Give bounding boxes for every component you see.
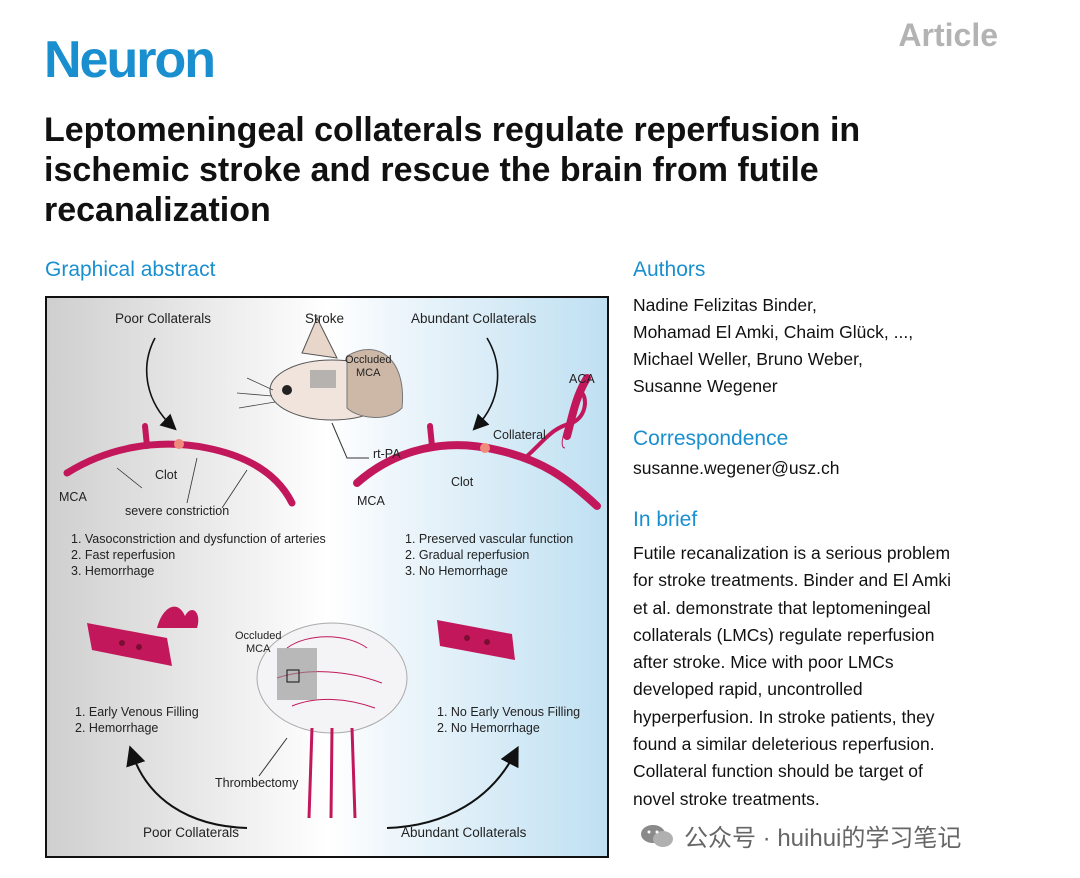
brief-line: found a similar deleterious reperfusion.: [633, 734, 935, 755]
title-line: recanalization: [44, 191, 271, 229]
article-type-label: Article: [898, 17, 998, 53]
label-stroke: Stroke: [305, 311, 345, 326]
vessel-segment-right: [437, 620, 515, 660]
in-brief-text: Futile recanalization is a serious probl…: [633, 540, 1023, 813]
label-poor-collaterals-bottom: Poor Collaterals: [143, 825, 240, 840]
aca-vessel-top: [563, 374, 591, 440]
label-severe-constriction: severe constriction: [125, 504, 230, 518]
label-clot-left: Clot: [155, 468, 178, 482]
brief-line: collaterals (LMCs) regulate reperfusion: [633, 624, 935, 645]
author-line: Michael Weller, Bruno Weber,: [633, 349, 863, 369]
brief-line: et al. demonstrate that leptomeningeal: [633, 597, 931, 618]
label-abundant-collaterals-bottom: Abundant Collaterals: [401, 825, 527, 840]
label-occluded-mca-mid: Occluded MCA: [235, 630, 282, 655]
constriction-lines: [116, 457, 248, 509]
author-line: Nadine Felizitas Binder,: [633, 295, 817, 315]
thrombectomy-pointer: [258, 737, 288, 777]
article-title: Leptomeningeal collaterals regulate repe…: [44, 110, 1034, 230]
author-line: Mohamad El Amki, Chaim Glück, ...,: [633, 322, 914, 342]
mouse-icon: [236, 316, 404, 421]
brief-line: hyperperfusion. In stroke patients, they: [633, 706, 935, 727]
wechat-icon: [641, 824, 673, 847]
vessel-left-branch: [142, 423, 150, 449]
label-poor-collaterals-top: Poor Collaterals: [115, 311, 212, 326]
list-abundant-outcomes: 1. Preserved vascular function 2. Gradua…: [405, 532, 574, 578]
brief-line: Collateral function should be target of: [633, 761, 923, 782]
brain-icon: [256, 622, 408, 819]
graphical-abstract-figure: Poor Collaterals Stroke Abundant Collate…: [45, 296, 609, 858]
brief-line: developed rapid, uncontrolled: [633, 679, 863, 700]
vessel-right: [353, 441, 601, 510]
graphical-abstract-heading: Graphical abstract: [45, 258, 216, 281]
label-aca: ACA: [569, 372, 595, 386]
rtpa-pointer: [331, 422, 369, 459]
arrow-left-bottom: [126, 745, 248, 829]
brief-line: for stroke treatments. Binder and El Amk…: [633, 570, 952, 591]
arrow-left-top: [145, 337, 177, 431]
clot-right: [480, 443, 490, 453]
vessel-segment-left: [87, 606, 199, 666]
watermark-text: 公众号 · huihui的学习笔记: [684, 825, 962, 852]
label-mca-left: MCA: [59, 490, 87, 504]
author-line: Susanne Wegener: [633, 376, 778, 396]
label-rtpa: rt-PA: [373, 447, 401, 461]
label-abundant-collaterals-top: Abundant Collaterals: [411, 311, 537, 326]
graphical-abstract-illustration: [63, 316, 601, 829]
list-poor-outcomes: 1. Vasoconstriction and dysfunction of a…: [71, 532, 326, 578]
arrow-right-bottom: [386, 745, 519, 829]
vessel-right-branch: [427, 423, 435, 449]
list-abundant-venous: 1. No Early Venous Filling 2. No Hemorrh…: [437, 705, 581, 735]
clot-left: [174, 439, 184, 449]
label-thrombectomy: Thrombectomy: [215, 776, 299, 790]
brief-line: novel stroke treatments.: [633, 788, 820, 809]
watermark: 公众号 · huihui的学习笔记: [640, 818, 961, 853]
authors-list: Nadine Felizitas Binder, Mohamad El Amki…: [633, 292, 1033, 400]
label-clot-right: Clot: [451, 475, 474, 489]
label-collateral: Collateral: [493, 428, 546, 442]
vessel-left: [63, 440, 296, 507]
title-line: ischemic stroke and rescue the brain fro…: [44, 151, 819, 189]
title-line: Leptomeningeal collaterals regulate repe…: [44, 111, 861, 149]
correspondence-email[interactable]: susanne.wegener@usz.ch: [633, 458, 840, 478]
brief-line: Futile recanalization is a serious probl…: [633, 543, 951, 563]
list-poor-venous: 1. Early Venous Filling 2. Hemorrhage: [75, 705, 199, 735]
journal-logo: Neuron: [44, 31, 216, 89]
label-occluded-mca-top: Occluded MCA: [345, 354, 392, 379]
authors-heading: Authors: [633, 258, 706, 281]
arrow-right-top: [472, 337, 499, 431]
label-mca-right: MCA: [357, 494, 385, 508]
brief-line: after stroke. Mice with poor LMCs: [633, 652, 894, 673]
correspondence-heading: Correspondence: [633, 427, 789, 450]
in-brief-heading: In brief: [633, 508, 698, 531]
